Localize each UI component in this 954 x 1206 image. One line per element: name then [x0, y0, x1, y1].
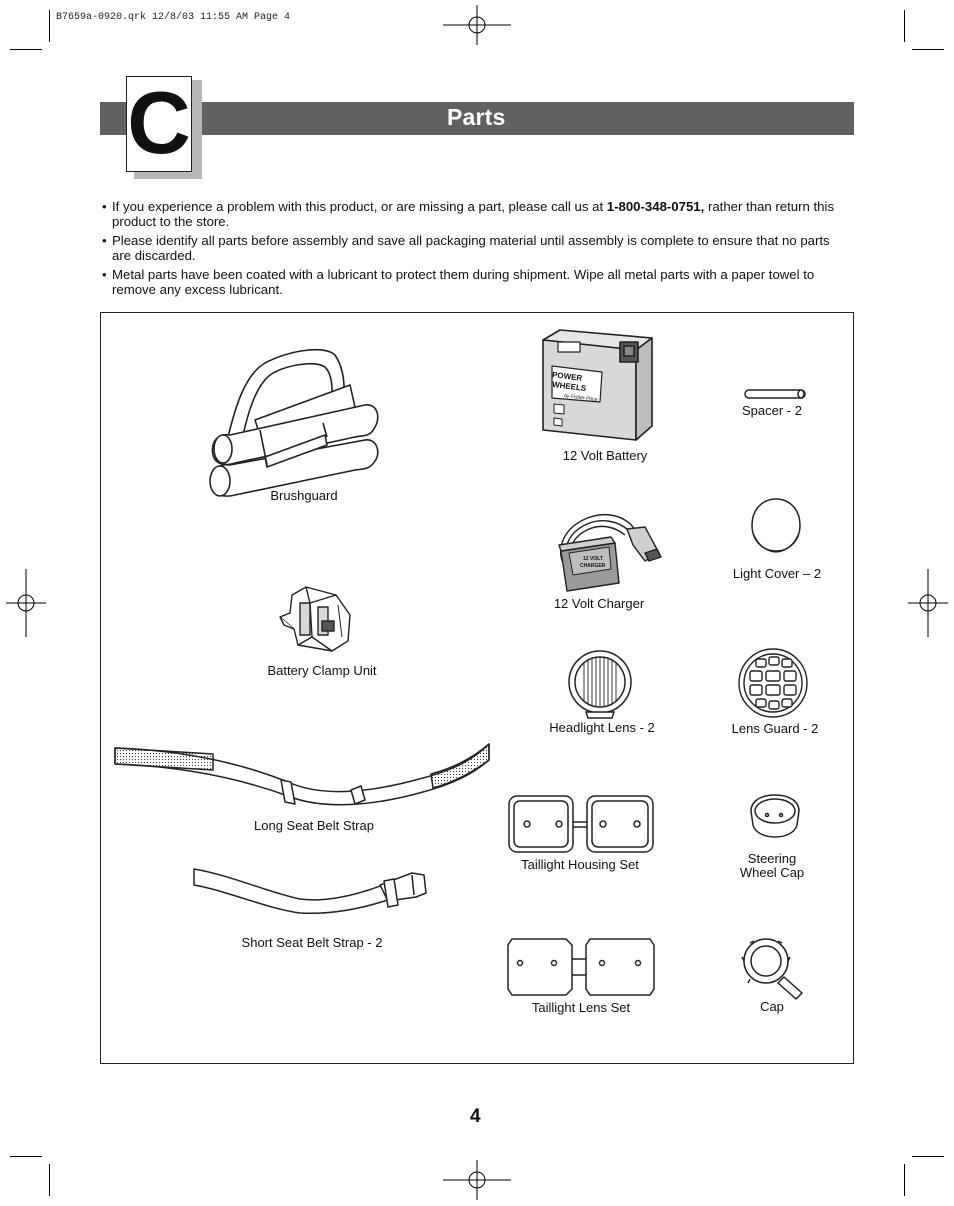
brushguard-label: Brushguard: [270, 488, 338, 503]
brushguard-illustration: [209, 348, 379, 497]
steering-wheel-cap-label-line-1: Steering: [747, 851, 797, 866]
registration-mark-top-icon: [443, 5, 511, 45]
print-slug: B7659a-0920.qrk 12/8/03 11:55 AM Page 4: [56, 12, 291, 23]
charger-text-line-2: CHARGER: [580, 563, 606, 569]
battery-clamp-label: Battery Clamp Unit: [267, 663, 377, 678]
headlight-lens-illustration: [568, 650, 632, 719]
lens-guard-illustration: [738, 648, 808, 718]
instruction-text: rather than return this product to the s…: [112, 199, 835, 229]
light-cover-illustration: [751, 498, 801, 553]
spacer-illustration: [744, 389, 806, 399]
instruction-item: If you experience a problem with this pr…: [102, 199, 852, 229]
short-seat-belt-illustration: [193, 868, 427, 915]
cap-illustration: [741, 938, 803, 1000]
section-header-bar: [100, 102, 854, 135]
steering-wheel-cap-illustration: [750, 794, 800, 838]
section-letter-box: [126, 76, 192, 172]
light-cover-label: Light Cover – 2: [732, 566, 822, 581]
instruction-text: If you experience a problem with this pr…: [112, 199, 607, 214]
taillight-housing-label: Taillight Housing Set: [521, 857, 639, 872]
phone-number: 1-800-348-0751,: [606, 199, 705, 214]
battery-clamp-illustration: [279, 586, 351, 652]
page-number: 4: [470, 1106, 481, 1127]
battery-label: 12 Volt Battery: [562, 448, 648, 463]
charger-text-line-1: 12 VOLT: [583, 556, 603, 562]
taillight-lens-label: Taillight Lens Set: [531, 1000, 631, 1015]
parts-box: [100, 312, 854, 1064]
cap-label: Cap: [760, 999, 784, 1014]
section-title: Parts: [447, 104, 506, 130]
short-seat-belt-label: Short Seat Belt Strap - 2: [241, 935, 383, 950]
registration-mark-right-icon: [908, 569, 948, 637]
long-seat-belt-label: Long Seat Belt Strap: [254, 818, 374, 833]
spacer-label: Spacer - 2: [742, 403, 802, 418]
lens-guard-label: Lens Guard - 2: [731, 721, 819, 736]
taillight-lens-illustration: [507, 938, 655, 996]
instruction-item: Metal parts have been coated with a lubr…: [102, 267, 852, 297]
charger-label: 12 Volt Charger: [553, 596, 645, 611]
long-seat-belt-illustration: [114, 743, 490, 806]
battery-illustration: [542, 329, 653, 441]
steering-wheel-cap-label-line-2: Wheel Cap: [739, 865, 805, 880]
registration-mark-bottom-icon: [443, 1160, 511, 1200]
registration-mark-left-icon: [6, 569, 46, 637]
headlight-lens-label: Headlight Lens - 2: [549, 720, 655, 735]
section-letter: C: [127, 73, 191, 172]
charger-illustration: [558, 513, 662, 592]
taillight-housing-illustration: [508, 795, 654, 853]
instructions-list: If you experience a problem with this pr…: [102, 199, 852, 301]
instruction-item: Please identify all parts before assembl…: [102, 233, 852, 263]
